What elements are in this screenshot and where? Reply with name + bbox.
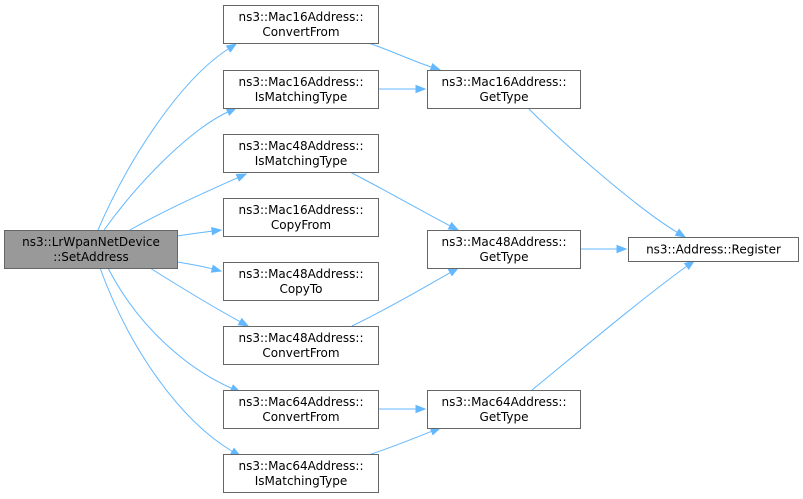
- node-root: ns3::LrWpanNetDevice::SetAddress: [4, 230, 178, 269]
- node-box: [427, 390, 581, 429]
- edge-root-to-m48_copyto: [176, 261, 223, 273]
- edge-line: [351, 272, 451, 327]
- node-label-line: ConvertFrom: [262, 410, 339, 424]
- edge-m16_gettype-to-addr_register: [527, 107, 687, 238]
- node-label-line: CopyTo: [279, 282, 322, 296]
- edge-m48_ismatching-to-m48_gettype: [349, 171, 460, 231]
- edge-line: [527, 107, 678, 233]
- node-box: [223, 134, 379, 173]
- edge-line: [103, 111, 229, 231]
- node-label-line: ConvertFrom: [262, 346, 339, 360]
- edge-arrowhead: [235, 173, 248, 182]
- node-box: [628, 237, 799, 262]
- node-label-line: ns3::Address::Register: [646, 243, 781, 257]
- node-addr-register[interactable]: ns3::Address::Register: [628, 237, 799, 262]
- node-m16-copyfrom[interactable]: ns3::Mac16Address::CopyFrom: [223, 198, 379, 237]
- edge-root-to-m48_convertfrom: [149, 267, 250, 327]
- node-label-line: ns3::Mac48Address::: [441, 235, 566, 249]
- edge-line: [176, 230, 213, 237]
- node-label-line: ns3::Mac64Address::: [238, 395, 363, 409]
- node-label-line: ns3::Mac16Address::: [238, 203, 363, 217]
- node-box: [4, 230, 178, 269]
- edge-arrowhead: [674, 228, 687, 238]
- node-label-line: IsMatchingType: [255, 90, 348, 104]
- node-m64-convertfrom[interactable]: ns3::Mac64Address::ConvertFrom: [223, 390, 379, 429]
- node-m64-gettype[interactable]: ns3::Mac64Address::GetType: [427, 390, 581, 429]
- node-box: [223, 326, 379, 365]
- edge-line: [367, 430, 432, 456]
- node-box: [427, 230, 581, 269]
- node-m16-convertfrom[interactable]: ns3::Mac16Address::ConvertFrom: [223, 5, 379, 44]
- edge-root-to-m16_ismatching: [103, 107, 238, 231]
- node-m16-ismatching[interactable]: ns3::Mac16Address::IsMatchingType: [223, 70, 379, 109]
- node-label-line: CopyFrom: [271, 218, 331, 232]
- edge-root-to-m64_ismatching: [99, 267, 242, 457]
- node-label-line: GetType: [480, 250, 529, 264]
- edge-line: [149, 267, 241, 323]
- edge-line: [349, 171, 451, 227]
- edge-root-to-m16_copyfrom: [176, 226, 223, 237]
- node-box: [223, 390, 379, 429]
- node-label-line: ConvertFrom: [262, 25, 339, 39]
- node-box: [223, 262, 379, 301]
- edge-line: [129, 177, 238, 231]
- node-label-line: ns3::LrWpanNetDevice: [22, 235, 160, 249]
- node-m64-ismatching[interactable]: ns3::Mac64Address::IsMatchingType: [223, 454, 379, 493]
- node-label-line: ns3::Mac64Address::: [238, 459, 363, 473]
- node-label-line: ns3::Mac16Address::: [238, 10, 363, 24]
- node-label-line: ns3::Mac48Address::: [238, 331, 363, 345]
- edge-arrowhead: [447, 267, 460, 277]
- edge-root-to-m48_ismatching: [129, 173, 248, 231]
- node-box: [223, 198, 379, 237]
- edge-line: [531, 265, 687, 391]
- edge-m16_convertfrom-to-m16_gettype: [367, 42, 442, 72]
- edge-arrowhead: [429, 62, 442, 72]
- edge-m64_convertfrom-to-m64_gettype: [378, 404, 427, 414]
- node-m48-ismatching[interactable]: ns3::Mac48Address::IsMatchingType: [223, 134, 379, 173]
- edge-m64_ismatching-to-m64_gettype: [367, 427, 442, 456]
- node-m48-gettype[interactable]: ns3::Mac48Address::GetType: [427, 230, 581, 269]
- node-box: [223, 454, 379, 493]
- edge-m64_gettype-to-addr_register: [531, 260, 696, 391]
- node-box: [223, 70, 379, 109]
- node-label-line: ns3::Mac64Address::: [441, 395, 566, 409]
- call-graph-nodes: ns3::LrWpanNetDevice::SetAddressns3::Mac…: [4, 5, 799, 493]
- edge-arrowhead: [237, 317, 250, 327]
- edge-arrowhead: [683, 260, 696, 270]
- node-m48-convertfrom[interactable]: ns3::Mac48Address::ConvertFrom: [223, 326, 379, 365]
- node-label-line: IsMatchingType: [255, 474, 348, 488]
- edge-arrowhead: [415, 404, 427, 414]
- node-box: [427, 70, 581, 109]
- edge-arrowhead: [225, 43, 238, 53]
- edge-root-to-m16_convertfrom: [97, 43, 238, 231]
- node-label-line: ::SetAddress: [53, 250, 129, 264]
- edge-m48_gettype-to-addr_register: [580, 244, 628, 254]
- node-label-line: GetType: [480, 410, 529, 424]
- edge-line: [99, 267, 233, 452]
- node-m16-gettype[interactable]: ns3::Mac16Address::GetType: [427, 70, 581, 109]
- edge-arrowhead: [415, 84, 427, 94]
- node-label-line: ns3::Mac16Address::: [238, 75, 363, 89]
- edge-line: [97, 48, 229, 231]
- node-m48-copyto[interactable]: ns3::Mac48Address::CopyTo: [223, 262, 379, 301]
- edge-arrowhead: [211, 226, 223, 236]
- node-label-line: ns3::Mac48Address::: [238, 267, 363, 281]
- edge-arrowhead: [616, 244, 628, 254]
- edge-arrowhead: [447, 221, 460, 231]
- edge-arrowhead: [225, 107, 238, 116]
- node-label-line: ns3::Mac48Address::: [238, 139, 363, 153]
- node-label-line: IsMatchingType: [255, 154, 348, 168]
- node-label-line: ns3::Mac16Address::: [441, 75, 566, 89]
- node-box: [223, 5, 379, 44]
- edge-arrowhead: [210, 264, 223, 273]
- call-graph-edges: [97, 42, 696, 457]
- edge-line: [176, 261, 213, 270]
- node-label-line: GetType: [480, 90, 529, 104]
- edge-line: [107, 267, 232, 389]
- edge-line: [367, 42, 432, 68]
- edge-m16_ismatching-to-m16_gettype: [378, 84, 427, 94]
